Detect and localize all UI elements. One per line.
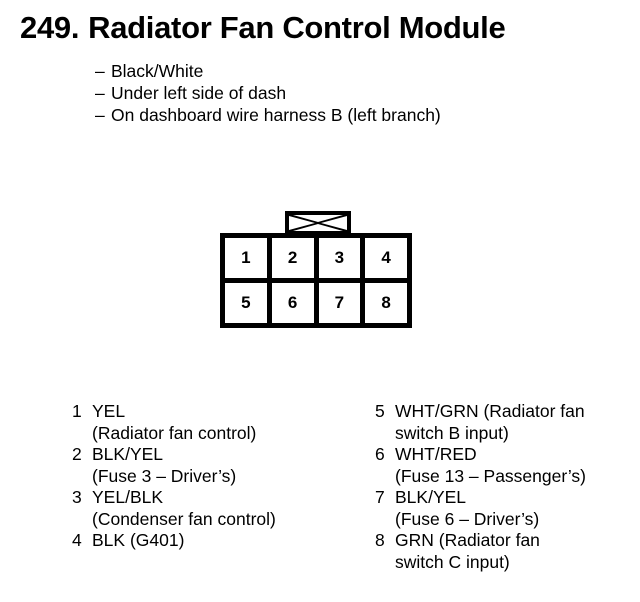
connector-pin-5: 5 bbox=[225, 283, 267, 323]
pin-legend-wire: BLK (G401) bbox=[92, 530, 185, 550]
connector-pin-row-top: 1 2 3 4 bbox=[225, 238, 407, 278]
pin-legend-wire: WHT/RED bbox=[395, 444, 477, 464]
connector-pin-4: 4 bbox=[365, 238, 407, 278]
pin-legend-primary: 6 WHT/RED bbox=[375, 444, 637, 466]
pin-legend-description: switch C input) bbox=[395, 551, 510, 572]
pin-legend-number: 1 bbox=[72, 401, 82, 421]
pin-legend-number: 5 bbox=[375, 401, 385, 421]
pin-legend-number: 4 bbox=[72, 530, 82, 550]
pin-legend-wire: GRN (Radiator fan bbox=[395, 530, 540, 550]
dash-bullet-icon: – bbox=[95, 61, 105, 81]
page-title-number: 249. bbox=[20, 10, 80, 45]
pin-legend-right: 5 WHT/GRN (Radiator fan switch B input) … bbox=[375, 401, 637, 573]
pin-legend-number: 2 bbox=[72, 444, 82, 464]
pin-legend-left: 1 YEL (Radiator fan control) 2 BLK/YEL (… bbox=[72, 401, 362, 552]
note-label: Under left side of dash bbox=[111, 83, 287, 103]
pin-legend-number: 7 bbox=[375, 487, 385, 507]
pin-legend-number: 6 bbox=[375, 444, 385, 464]
note-label: On dashboard wire harness B (left branch… bbox=[111, 105, 441, 125]
connector-pin-1: 1 bbox=[225, 238, 267, 278]
connector-pin-7: 7 bbox=[318, 283, 361, 323]
pin-legend-description: (Fuse 13 – Passenger’s) bbox=[395, 465, 586, 486]
pin-legend-primary: 3 YEL/BLK bbox=[72, 487, 362, 509]
connector-pin-row-bottom: 5 6 7 8 bbox=[225, 283, 407, 323]
connector-pin-6: 6 bbox=[271, 283, 314, 323]
pin-legend-description: switch B input) bbox=[395, 422, 509, 443]
pin-legend-primary: 4 BLK (G401) bbox=[72, 530, 362, 552]
pin-legend-description: (Fuse 6 – Driver’s) bbox=[395, 508, 540, 529]
pin-legend-entry: 4 BLK (G401) bbox=[72, 530, 362, 552]
bowtie-latch-icon bbox=[289, 215, 347, 231]
page-title-text: Radiator Fan Control Module bbox=[88, 10, 506, 45]
connector-pin-2: 2 bbox=[271, 238, 314, 278]
pin-legend-wire: BLK/YEL bbox=[92, 444, 164, 464]
pin-legend-primary: 2 BLK/YEL bbox=[72, 444, 362, 466]
note-item: – Black/White bbox=[95, 60, 615, 82]
dash-bullet-icon: – bbox=[95, 105, 105, 125]
pin-legend-entry: 5 WHT/GRN (Radiator fan switch B input) bbox=[375, 401, 637, 444]
dash-bullet-icon: – bbox=[95, 83, 105, 103]
connector-housing: 1 2 3 4 5 6 7 8 bbox=[220, 233, 412, 328]
pin-legend-entry: 8 GRN (Radiator fan switch C input) bbox=[375, 530, 637, 573]
note-item: – Under left side of dash bbox=[95, 82, 615, 104]
pin-legend-wire: WHT/GRN (Radiator fan bbox=[395, 401, 585, 421]
pin-legend-wire: BLK/YEL bbox=[395, 487, 467, 507]
pin-legend-primary: 1 YEL bbox=[72, 401, 362, 423]
pin-legend-entry: 7 BLK/YEL (Fuse 6 – Driver’s) bbox=[375, 487, 637, 530]
connector-pin-8: 8 bbox=[365, 283, 407, 323]
pin-legend-number: 3 bbox=[72, 487, 82, 507]
pin-legend-wire: YEL bbox=[92, 401, 126, 421]
pin-legend-number: 8 bbox=[375, 530, 385, 550]
pin-legend-entry: 3 YEL/BLK (Condenser fan control) bbox=[72, 487, 362, 530]
pin-legend-primary: 8 GRN (Radiator fan bbox=[375, 530, 637, 552]
notes-list: – Black/White – Under left side of dash … bbox=[95, 60, 615, 126]
note-label: Black/White bbox=[111, 61, 204, 81]
pin-legend-wire: YEL/BLK bbox=[92, 487, 164, 507]
connector-pin-3: 3 bbox=[318, 238, 361, 278]
pin-legend-description: (Fuse 3 – Driver’s) bbox=[92, 465, 237, 486]
page-title: 249.Radiator Fan Control Module bbox=[20, 10, 506, 46]
note-item: – On dashboard wire harness B (left bran… bbox=[95, 104, 615, 126]
pin-legend-entry: 1 YEL (Radiator fan control) bbox=[72, 401, 362, 444]
pin-legend-primary: 7 BLK/YEL bbox=[375, 487, 637, 509]
pin-legend-description: (Radiator fan control) bbox=[92, 422, 257, 443]
pin-legend-entry: 6 WHT/RED (Fuse 13 – Passenger’s) bbox=[375, 444, 637, 487]
pin-legend-primary: 5 WHT/GRN (Radiator fan bbox=[375, 401, 637, 423]
pin-legend-description: (Condenser fan control) bbox=[92, 508, 276, 529]
pin-legend-entry: 2 BLK/YEL (Fuse 3 – Driver’s) bbox=[72, 444, 362, 487]
connector-latch-tab bbox=[285, 211, 351, 235]
